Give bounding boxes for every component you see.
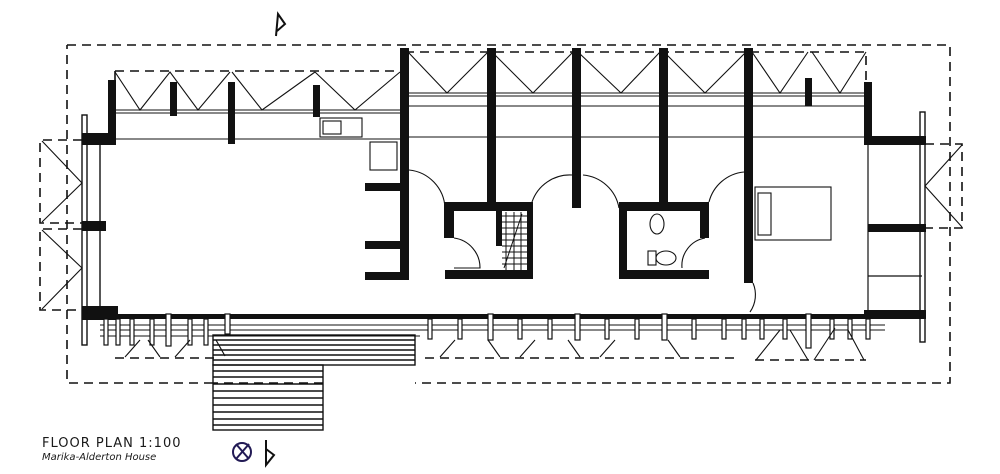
top-shutters-right — [403, 51, 868, 138]
bathroom-1 — [444, 202, 533, 279]
bathroom-2 — [619, 202, 709, 279]
drawing-title: FLOOR PLAN 1:100 — [42, 436, 182, 451]
door-swings — [408, 169, 756, 313]
drawing-subtitle: Marika-Alderton House — [42, 452, 157, 463]
left-shutters — [39, 139, 83, 311]
deck-steps — [212, 334, 416, 431]
walls — [81, 48, 926, 346]
top-shutters-left — [114, 70, 403, 140]
bed — [754, 186, 832, 241]
right-shutters — [924, 143, 963, 229]
kitchen-fittings — [319, 117, 398, 171]
north-symbol-icon — [232, 440, 276, 468]
bottom-wall-and-verandah — [82, 313, 885, 361]
top-rune-mark — [275, 11, 287, 37]
